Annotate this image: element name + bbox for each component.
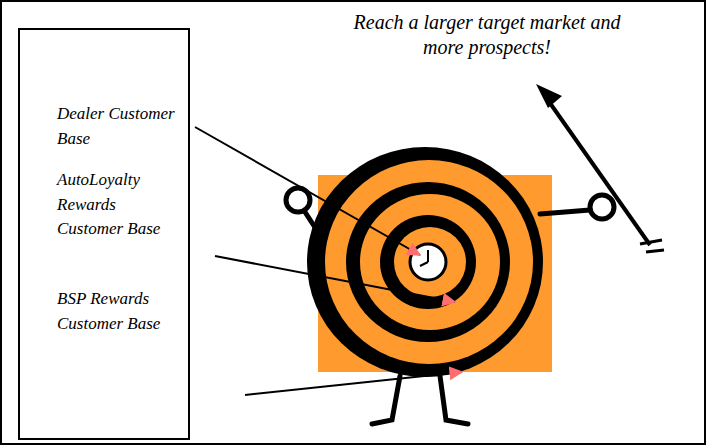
arrow-in-hand (536, 84, 664, 252)
leader-line (245, 372, 462, 395)
heading: Reach a larger target market and more pr… (350, 10, 624, 60)
customer-base-label: BSP Rewards Customer Base (57, 287, 175, 336)
target-body (307, 147, 543, 377)
leader-line (215, 256, 455, 302)
leader-lines (195, 127, 462, 395)
target-limbs (286, 188, 614, 424)
customer-base-label: Dealer Customer Base (57, 102, 175, 151)
customer-base-label: AutoLoyalty Rewards Customer Base (57, 168, 175, 242)
customer-base-box: Dealer Customer BaseAutoLoyalty Rewards … (18, 28, 190, 440)
leader-line (195, 127, 420, 255)
